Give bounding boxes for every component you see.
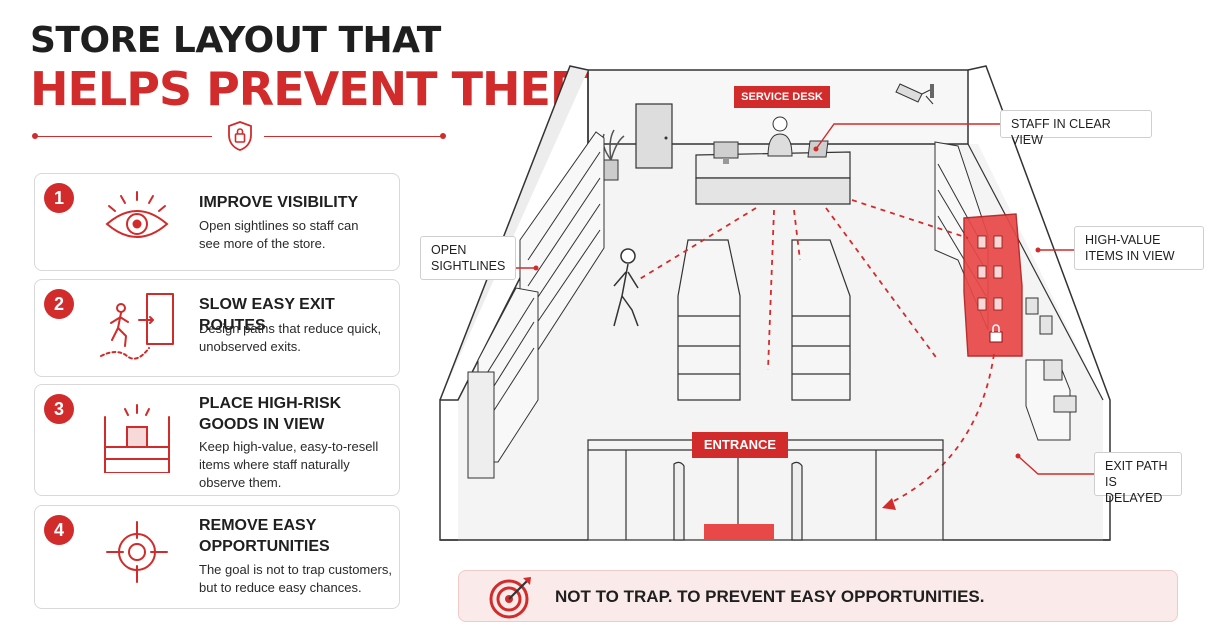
step-card-4: 4 REMOVE EASY OPPORTUNITIES The goal is …	[34, 505, 400, 609]
callout-staff-view: STAFF IN CLEAR VIEW	[1000, 110, 1152, 147]
left-wall-shelving	[467, 131, 605, 479]
step-number-badge: 3	[44, 394, 74, 424]
callout-exit-path: EXIT PATH IS DELAYED	[1094, 452, 1182, 505]
target-crosshair-icon	[106, 521, 168, 583]
divider-dot-left	[32, 133, 38, 139]
step-description: Open sightlines so staff can see more of…	[199, 218, 359, 251]
entrance-mat	[704, 524, 774, 540]
lock-icon	[989, 324, 1003, 343]
step-description: Keep high-value, easy-to-resell items wh…	[199, 439, 379, 490]
walking-person-icon	[613, 248, 639, 327]
callout-text: OPEN SIGHTLINES	[431, 243, 506, 273]
bag-display	[1025, 297, 1077, 413]
callout-high-value-items: HIGH-VALUE ITEMS IN VIEW	[1074, 226, 1204, 270]
title-line-1: STORE LAYOUT THAT	[30, 20, 441, 61]
high-value-display-case	[963, 213, 1023, 357]
walking-exit-icon	[100, 293, 174, 360]
back-door	[635, 103, 673, 169]
step-card-1: 1 IMPROVE VISIBILITY Open sightlines so …	[34, 173, 400, 271]
center-shelf-right	[791, 239, 851, 401]
store-layout-diagram	[439, 65, 1111, 541]
step-card-2: 2 SLOW EASY EXIT ROUTES Design paths tha…	[34, 279, 400, 377]
callout-text: HIGH-VALUE ITEMS IN VIEW	[1085, 233, 1175, 263]
banner-text: NOT TO TRAP. TO PREVENT EASY OPPORTUNITI…	[555, 587, 985, 606]
callout-text: STAFF IN CLEAR VIEW	[1011, 117, 1111, 147]
bullseye-arrow-icon	[489, 577, 531, 619]
callout-open-sightlines: OPEN SIGHTLINES	[420, 236, 516, 280]
entrance-sign: ENTRANCE	[692, 432, 788, 458]
plant-decoration	[602, 129, 625, 181]
callout-text: EXIT PATH IS DELAYED	[1105, 459, 1168, 505]
eye-icon	[105, 191, 169, 238]
service-desk-sign: SERVICE DESK	[734, 86, 830, 108]
step-description: The goal is not to trap customers, but t…	[199, 562, 392, 595]
service-desk	[695, 116, 851, 205]
step-number-badge: 1	[44, 183, 74, 213]
sightline-paths	[637, 199, 969, 371]
step-title: SLOW EASY EXIT ROUTES	[199, 296, 335, 334]
center-shelf-left	[677, 239, 741, 401]
footer-banner: NOT TO TRAP. TO PREVENT EASY OPPORTUNITI…	[458, 570, 1178, 622]
divider-dot-right	[440, 133, 446, 139]
step-title: PLACE HIGH-RISK GOODS IN VIEW	[199, 395, 342, 433]
security-camera-icon	[895, 83, 934, 105]
step-card-3: 3 PLACE HIGH-RISK GOODS IN VIEW Keep hig…	[34, 384, 400, 496]
divider-left	[34, 136, 212, 137]
step-number-badge: 2	[44, 289, 74, 319]
step-title: IMPROVE VISIBILITY	[199, 194, 359, 211]
exit-path-arrow	[882, 498, 896, 510]
entrance-structure	[587, 439, 944, 541]
title-line-2: HELPS PREVENT THEFT	[30, 62, 612, 116]
step-number-badge: 4	[44, 515, 74, 545]
step-title: REMOVE EASY OPPORTUNITIES	[199, 517, 330, 555]
shelf-box-icon	[104, 404, 170, 473]
divider-right	[264, 136, 442, 137]
shield-lock-icon	[228, 121, 252, 151]
step-description: Design paths that reduce quick, unobserv…	[199, 321, 382, 354]
